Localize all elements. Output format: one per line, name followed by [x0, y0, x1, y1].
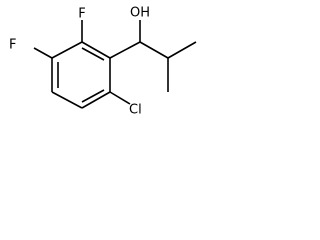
- bond-cb-methyl-right: [167, 41, 197, 59]
- ring-bond-c5-c6: [81, 91, 111, 109]
- atom-label-f-left: F: [9, 38, 16, 53]
- atom-label-cl: Cl: [129, 103, 142, 118]
- atom-label-f-top: F: [78, 7, 85, 22]
- bond-c6-cl: [109, 91, 131, 105]
- ring-bond-c1-c2: [81, 41, 111, 59]
- bond-c3-f: [33, 47, 53, 59]
- atom-label-oh: OH: [130, 6, 150, 21]
- chemical-structure-diagram: F F OH Cl: [9, 6, 197, 118]
- ring-bond-c4-c5: [51, 91, 83, 109]
- bond-c1-ca: [109, 41, 141, 59]
- ring-double-bond-c5-c6: [81, 89, 105, 103]
- ring-bond-c2-c3: [51, 41, 83, 59]
- bond-ca-cb: [139, 41, 169, 59]
- ring-double-bond-c1-c2: [81, 47, 105, 61]
